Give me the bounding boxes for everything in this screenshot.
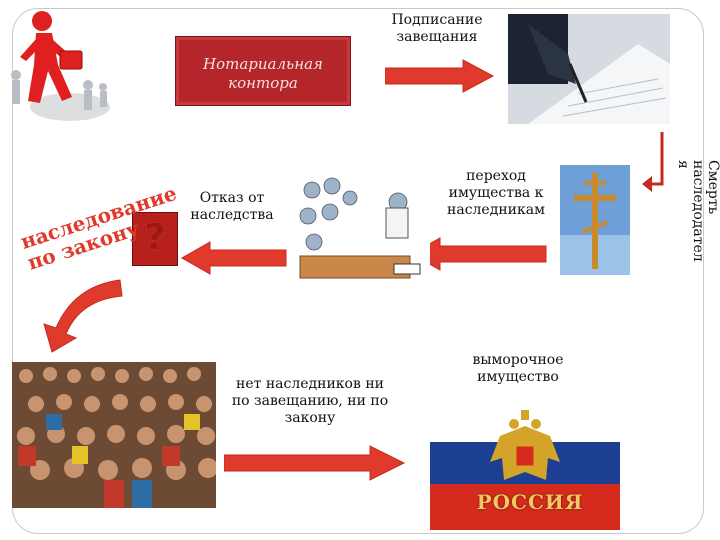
death-line-3: я [675, 160, 691, 169]
no-heirs-label: нет наследников ни по завещанию, ни по з… [231, 376, 389, 426]
question-box: ? [132, 212, 178, 266]
arrow-curved-down [43, 279, 123, 353]
death-line-2: наследодател [690, 160, 706, 262]
signing-label: Подписание завещания [391, 12, 483, 45]
running-man-icon [11, 11, 110, 121]
transfer-label: переход имущества к наследникам [447, 168, 545, 218]
russia-label: РОССИЯ [476, 490, 584, 514]
arrow-left-middle [410, 237, 547, 271]
arrow-right-top [385, 59, 495, 93]
notary-banner: Нотариальная контора [175, 36, 351, 106]
question-mark: ? [144, 217, 166, 258]
meeting-cartoon-icon [290, 168, 430, 298]
arrow-left-center [180, 241, 287, 275]
notary-label: Нотариальная контора [203, 55, 323, 92]
russian-flag-emblem-icon [430, 402, 620, 530]
death-label: Смерть наследодател я [675, 160, 720, 262]
arrow-down-bent [642, 132, 664, 192]
refusal-label: Отказ от наследства [190, 190, 274, 223]
death-line-1: Смерть [705, 160, 720, 215]
arrow-right-bottom [224, 445, 406, 481]
diagram-frame [12, 8, 704, 534]
escheat-label: выморочное имущество [472, 352, 564, 385]
signing-document-icon [508, 14, 670, 124]
crowd-photo-icon [12, 362, 216, 508]
orthodox-cross-icon [560, 165, 630, 275]
